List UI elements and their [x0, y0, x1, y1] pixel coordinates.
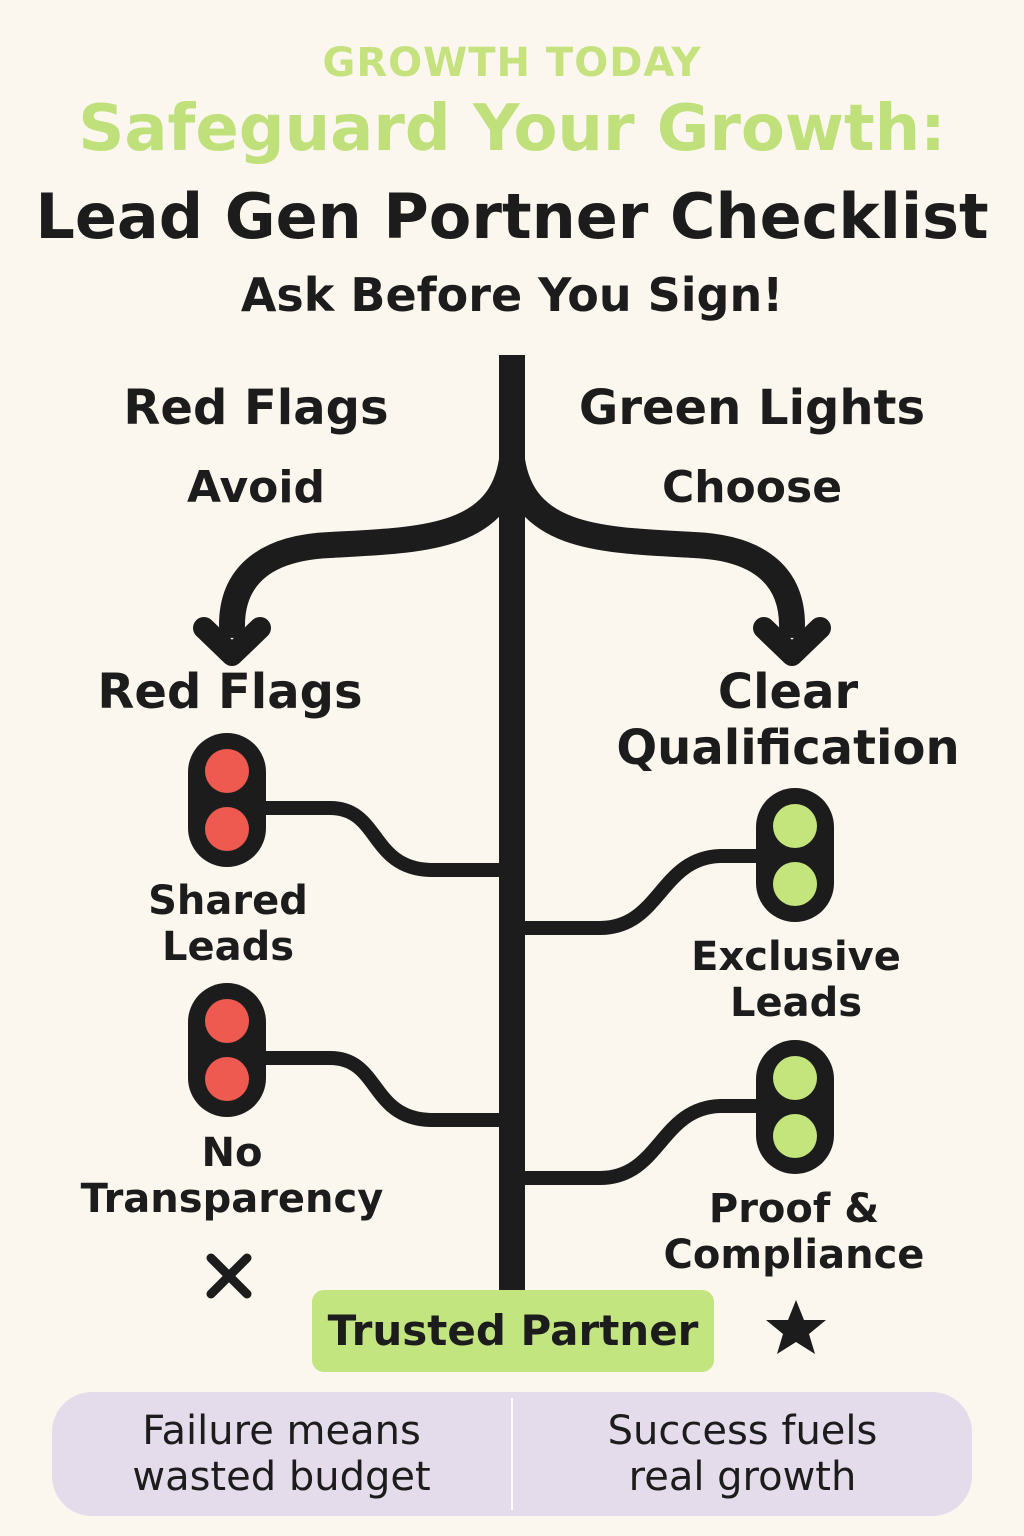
exclusive-leads-label: Exclusive Leads — [691, 934, 901, 1026]
trusted-partner-badge: Trusted Partner — [312, 1290, 714, 1372]
choose-label: Choose — [661, 462, 843, 513]
footer-failure-text: Failure means wasted budget — [132, 1408, 431, 1500]
kicker-text: GROWTH TODAY — [322, 40, 702, 86]
red-traffic-light-icon — [188, 983, 266, 1117]
branch-right-arrow — [499, 447, 805, 638]
connector-left-1 — [264, 801, 512, 877]
green-traffic-light-icon — [756, 1040, 834, 1174]
x-mark-icon — [206, 1253, 252, 1299]
footer-summary-panel: Failure means wasted budget Success fuel… — [52, 1392, 972, 1516]
connector-right-2 — [512, 1099, 760, 1185]
footer-success-text: Success fuels real growth — [607, 1408, 878, 1500]
red-flags-heading: Red Flags — [123, 380, 389, 436]
clear-qualification-label: Clear Qualification — [616, 664, 960, 776]
arrowhead-right — [753, 617, 831, 666]
shared-leads-label: Shared Leads — [148, 878, 308, 970]
page-title: Safeguard Your Growth: — [78, 92, 946, 166]
proof-compliance-label: Proof & Compliance — [663, 1186, 925, 1278]
page-subtitle: Lead Gen Portner Checklist — [35, 180, 989, 253]
connector-left-2 — [264, 1051, 512, 1127]
tagline: Ask Before You Sign! — [240, 268, 784, 322]
footer-divider — [511, 1398, 513, 1510]
green-lights-heading: Green Lights — [578, 380, 926, 436]
avoid-label: Avoid — [187, 462, 325, 513]
connector-right-1 — [512, 849, 760, 935]
red-traffic-light-icon — [188, 733, 266, 867]
no-transparency-label: No Transparency — [80, 1130, 384, 1222]
green-traffic-light-icon — [756, 788, 834, 922]
arrowhead-left — [193, 617, 271, 666]
red-flags-section-label: Red Flags — [97, 664, 363, 720]
star-icon — [766, 1300, 826, 1354]
branch-left-arrow — [219, 447, 525, 638]
